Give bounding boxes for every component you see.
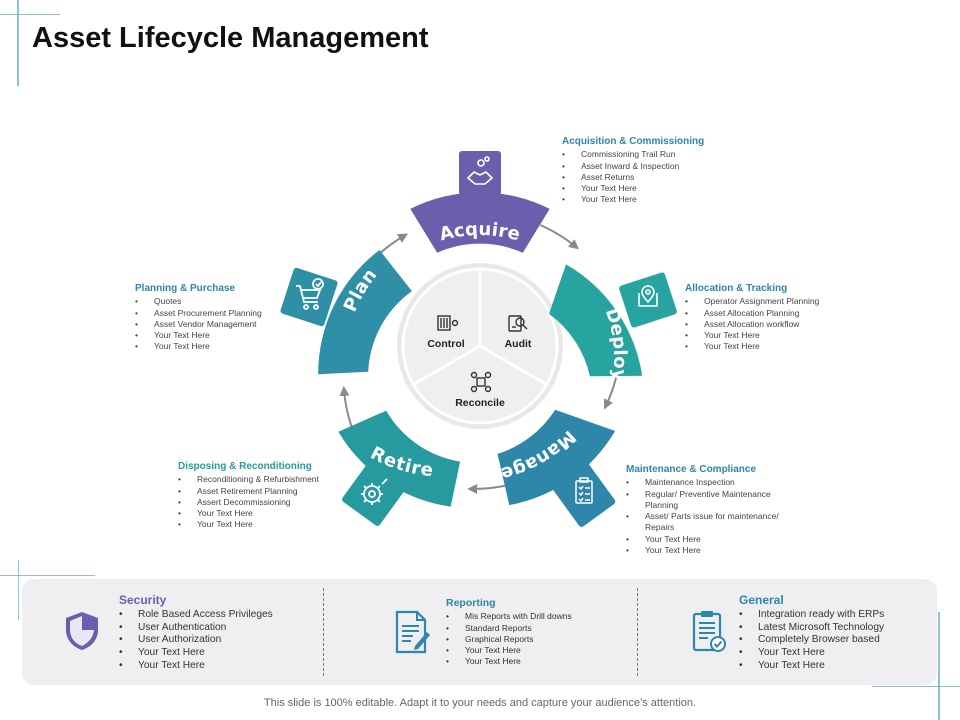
list-item: Quotes xyxy=(135,296,295,308)
list-item: Operator Assignment Planning xyxy=(685,296,855,308)
stage-plan[interactable]: Plan xyxy=(280,250,412,375)
decorative-line xyxy=(0,14,60,15)
general-section: General Integration ready with ERPs Late… xyxy=(739,594,929,673)
center-hub xyxy=(397,263,563,429)
list-item: Assert Decommissioning xyxy=(178,497,358,509)
reporting-section: Reporting Mis Reports with Drill downs S… xyxy=(446,597,626,668)
general-heading: General xyxy=(739,593,784,607)
list-item: Your Text Here xyxy=(562,194,762,206)
list-item: Standard Reports xyxy=(446,623,626,635)
reporting-heading: Reporting xyxy=(446,597,496,609)
list-item: User Authentication xyxy=(119,622,309,635)
info-heading-acquisition: Acquisition & Commissioning xyxy=(562,136,705,147)
list-item: Your Text Here xyxy=(562,183,762,195)
clipboard-check-icon xyxy=(692,611,726,652)
stage-deploy[interactable]: Deploy xyxy=(549,264,678,383)
security-section: Security Role Based Access Privileges Us… xyxy=(119,594,309,673)
list-item: Maintenance Inspection xyxy=(626,477,806,489)
list-item: Your Text Here xyxy=(119,647,309,660)
stage-manage[interactable]: Manage xyxy=(497,409,617,528)
gear-wrench-icon xyxy=(361,478,388,505)
list-item: Asset Vendor Management xyxy=(135,319,295,331)
list-item: Role Based Access Privileges xyxy=(119,609,309,622)
list-item: Asset Allocation workflow xyxy=(685,319,855,331)
center-label-control: Control xyxy=(427,338,464,350)
decorative-line xyxy=(18,560,19,620)
decorative-line xyxy=(938,612,940,720)
control-panel-icon xyxy=(437,315,459,331)
center-label-audit: Audit xyxy=(505,338,532,350)
reconcile-network-icon xyxy=(470,371,492,393)
list-item: Your Text Here xyxy=(135,341,295,353)
list-item: Graphical Reports xyxy=(446,634,626,646)
info-disposing: Disposing & Reconditioning Reconditionin… xyxy=(178,461,358,531)
list-item: Commissioning Trail Run xyxy=(562,149,762,161)
list-item: Regular/ Preventive Maintenance Planning xyxy=(626,489,806,512)
divider xyxy=(637,588,638,676)
audit-search-icon xyxy=(508,315,528,332)
list-item: Your Text Here xyxy=(626,545,806,557)
list-item: Completely Browser based xyxy=(739,634,929,647)
info-heading-disposing: Disposing & Reconditioning xyxy=(178,461,312,472)
lifecycle-diagram: Acquire Deploy Manage xyxy=(280,151,678,528)
list-item: Mis Reports with Drill downs xyxy=(446,611,626,623)
list-item: Your Text Here xyxy=(446,656,626,668)
handshake-icon xyxy=(466,156,494,185)
center-label-reconcile: Reconcile xyxy=(455,397,505,409)
page-title: Asset Lifecycle Management xyxy=(32,22,429,54)
list-item: Your Text Here xyxy=(685,341,855,353)
location-map-icon xyxy=(638,285,658,307)
list-item: Asset Allocation Planning xyxy=(685,308,855,320)
list-item: Your Text Here xyxy=(446,645,626,657)
list-item: Your Text Here xyxy=(739,660,929,673)
shopping-cart-icon xyxy=(296,278,324,310)
list-item: Reconditioning & Refurbishment xyxy=(178,474,358,486)
list-item: Asset Retirement Planning xyxy=(178,486,358,498)
list-item: Latest Microsoft Technology xyxy=(739,622,929,635)
document-edit-icon xyxy=(395,610,430,654)
info-heading-maintenance: Maintenance & Compliance xyxy=(626,464,757,475)
divider xyxy=(323,588,324,676)
decorative-line xyxy=(17,0,19,86)
security-heading: Security xyxy=(119,593,167,607)
list-item: Asset Returns xyxy=(562,172,762,184)
list-item: Your Text Here xyxy=(178,508,358,520)
list-item: Your Text Here xyxy=(685,330,855,342)
list-item: Your Text Here xyxy=(739,647,929,660)
info-heading-allocation: Allocation & Tracking xyxy=(685,283,788,294)
shield-icon xyxy=(66,612,98,650)
checklist-clipboard-icon xyxy=(575,477,593,504)
footer-note: This slide is 100% editable. Adapt it to… xyxy=(263,697,697,709)
list-item: Asset Procurement Planning xyxy=(135,308,295,320)
list-item: Asset/ Parts issue for maintenance/ Repa… xyxy=(626,511,806,534)
decorative-line xyxy=(872,686,960,687)
list-item: User Authorization xyxy=(119,634,309,647)
list-item: Asset Inward & Inspection xyxy=(562,161,762,173)
list-item: Integration ready with ERPs xyxy=(739,609,929,622)
list-item: Your Text Here xyxy=(178,519,358,531)
list-item: Your Text Here xyxy=(119,660,309,673)
decorative-line xyxy=(0,575,95,576)
info-heading-planning: Planning & Purchase xyxy=(135,283,236,294)
info-maintenance: Maintenance & Compliance Maintenance Ins… xyxy=(626,464,806,557)
list-item: Your Text Here xyxy=(626,534,806,546)
info-allocation: Allocation & Tracking Operator Assignmen… xyxy=(685,283,855,353)
info-acquisition: Acquisition & Commissioning Commissionin… xyxy=(562,136,762,206)
list-item: Your Text Here xyxy=(135,330,295,342)
info-planning: Planning & Purchase Quotes Asset Procure… xyxy=(135,283,295,353)
stage-acquire[interactable]: Acquire xyxy=(410,151,550,253)
